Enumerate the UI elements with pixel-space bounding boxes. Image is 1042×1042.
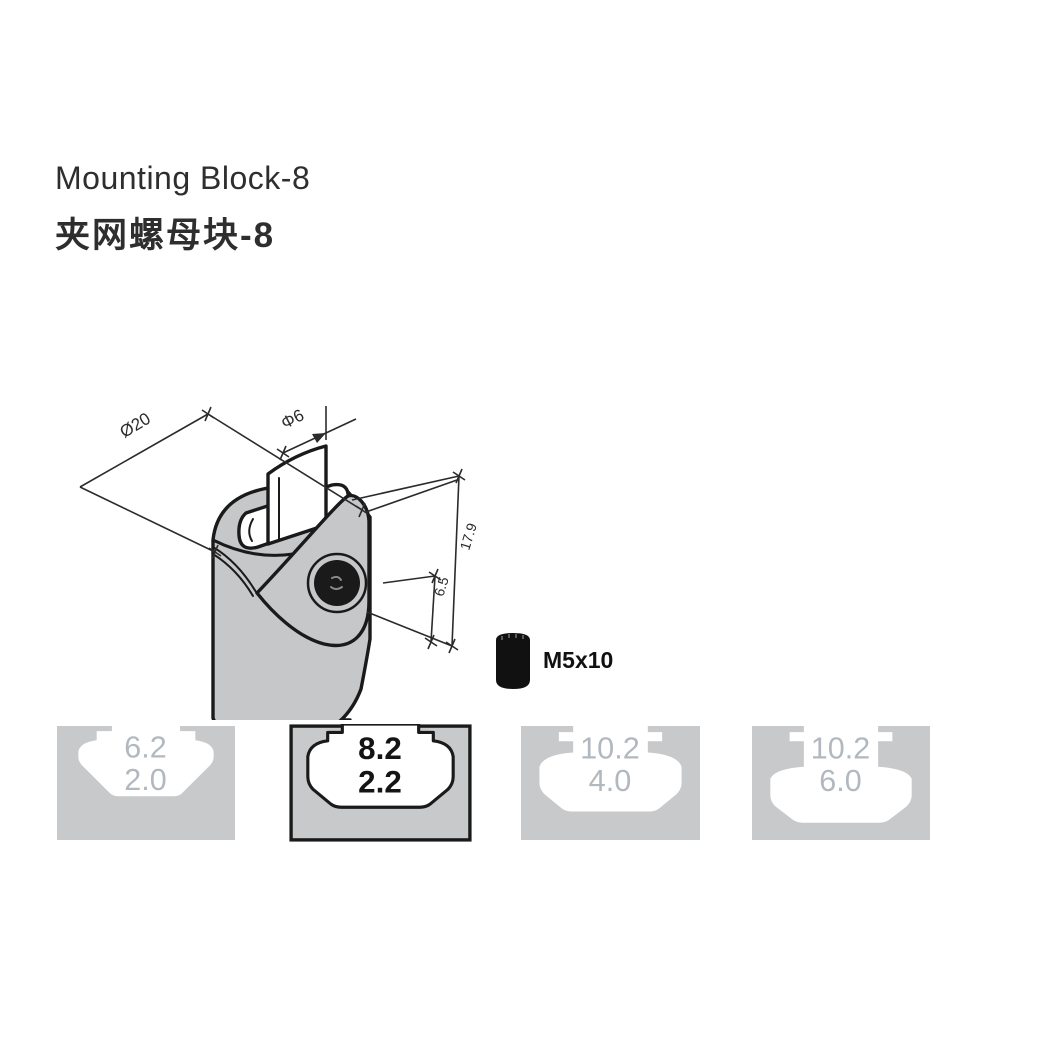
set-screw-icon: [496, 633, 530, 689]
clamp-face: [255, 493, 371, 648]
lip-depth-value: 2.0: [124, 763, 166, 797]
slot-width-value: 8.2: [358, 731, 402, 766]
page-title-english: Mounting Block-8: [55, 160, 311, 196]
slot-width-value: 10.2: [811, 732, 870, 766]
profile-slot-10: 10.2 4.0: [521, 726, 700, 840]
lip-depth-value: 6.0: [819, 764, 861, 798]
profile-slot-8-highlighted: 8.2 2.2: [289, 724, 472, 842]
rod-phi6: [266, 444, 328, 546]
dim-boss-label: 6.5: [431, 575, 452, 598]
slot-width-value: 6.2: [124, 731, 166, 765]
profile-slot-10-deep: 10.2 6.0: [752, 726, 930, 840]
arrowhead: [312, 433, 326, 443]
slot-width-value: 10.2: [580, 732, 640, 766]
dim-diameter-label: Ø20: [116, 409, 153, 442]
dim-rod-label: Φ6: [278, 405, 307, 432]
screw-hole-icon: [314, 560, 360, 606]
lip-depth-value: 2.2: [358, 764, 402, 799]
dim-height-label: 17.9: [457, 521, 480, 552]
screw-hole-ring: [306, 552, 368, 614]
page-title-chinese: 夹网螺母块-8: [55, 216, 276, 255]
dimension-lines: [79, 406, 466, 654]
isometric-drawing: Ø20 Φ6 17.9 6.5: [79, 405, 480, 720]
screw-size-label: M5x10: [543, 647, 614, 673]
profile-slot-6: 6.2 2.0: [57, 726, 235, 840]
lip-depth-value: 4.0: [589, 764, 632, 798]
